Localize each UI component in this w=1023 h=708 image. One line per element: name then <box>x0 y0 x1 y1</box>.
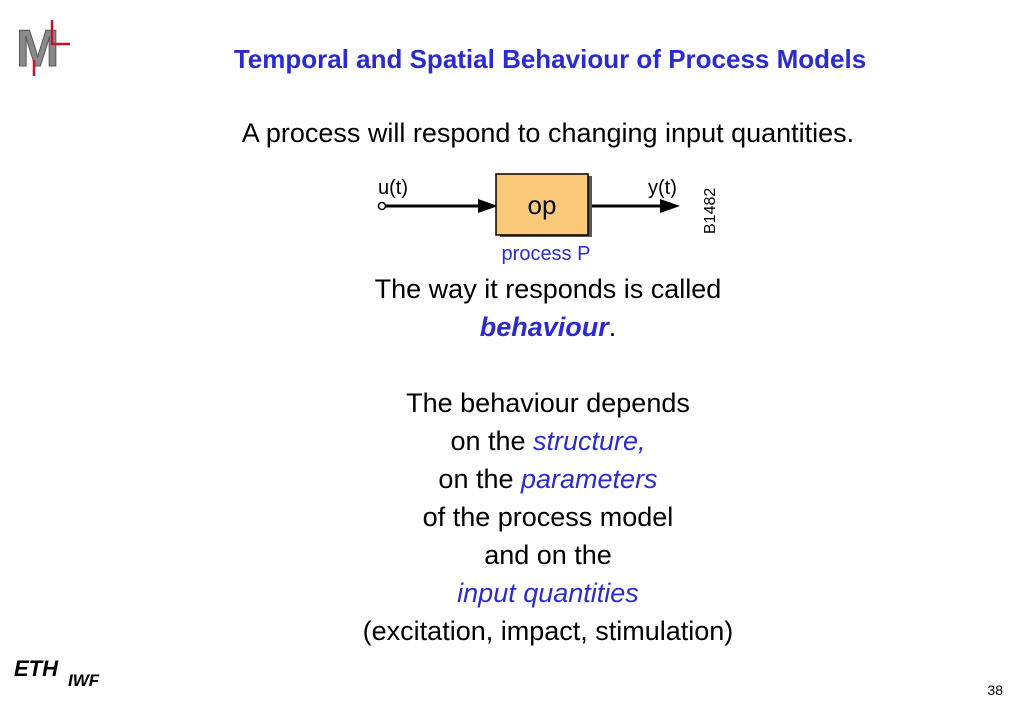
figure-id: B1482 <box>702 188 719 234</box>
institute-logo: M <box>16 20 70 78</box>
on-the-prefix-1: on the <box>450 426 534 456</box>
body-line-1: The way it responds is called <box>374 274 722 304</box>
eth-iwf-logo: ETH IWF <box>14 656 100 690</box>
body-line-2: behaviour. <box>240 308 856 346</box>
output-signal-label: y(t) <box>648 177 677 199</box>
page-number: 38 <box>987 682 1003 698</box>
output-arrow-head <box>660 199 680 213</box>
process-block <box>495 173 589 236</box>
logo-red-bracket-top <box>50 20 70 46</box>
body-line-6: of the process model <box>422 502 674 532</box>
body-line-9: (excitation, impact, stimulation) <box>362 616 734 646</box>
process-block-diagram: u(t) op y(t) B1482 process P <box>377 173 719 265</box>
body-line-3: The behaviour depends <box>406 388 690 418</box>
structure-term: structure, <box>533 426 646 456</box>
body-line-4: on the structure, <box>240 422 856 460</box>
block-operator-label: op <box>528 190 557 220</box>
body-text: The way it responds is called behaviour.… <box>240 270 856 650</box>
parameters-term: parameters <box>521 464 658 494</box>
input-quantities-term: input quantities <box>457 578 639 608</box>
body-spacer <box>240 346 856 384</box>
eth-logo-text: ETH <box>14 656 59 681</box>
input-terminal <box>377 201 387 211</box>
intro-text: A process will respond to changing input… <box>241 118 855 148</box>
iwf-logo-text: IWF <box>68 671 100 690</box>
body-line-7: and on the <box>484 540 612 570</box>
behaviour-period: . <box>608 312 617 342</box>
body-line-5: on the parameters <box>240 460 856 498</box>
behaviour-term: behaviour <box>479 312 609 342</box>
input-arrow-head <box>478 199 498 213</box>
on-the-prefix-2: on the <box>438 464 521 494</box>
input-signal-label: u(t) <box>378 177 408 199</box>
process-caption: process P <box>502 243 591 265</box>
slide-title: Temporal and Spatial Behaviour of Proces… <box>233 44 867 74</box>
